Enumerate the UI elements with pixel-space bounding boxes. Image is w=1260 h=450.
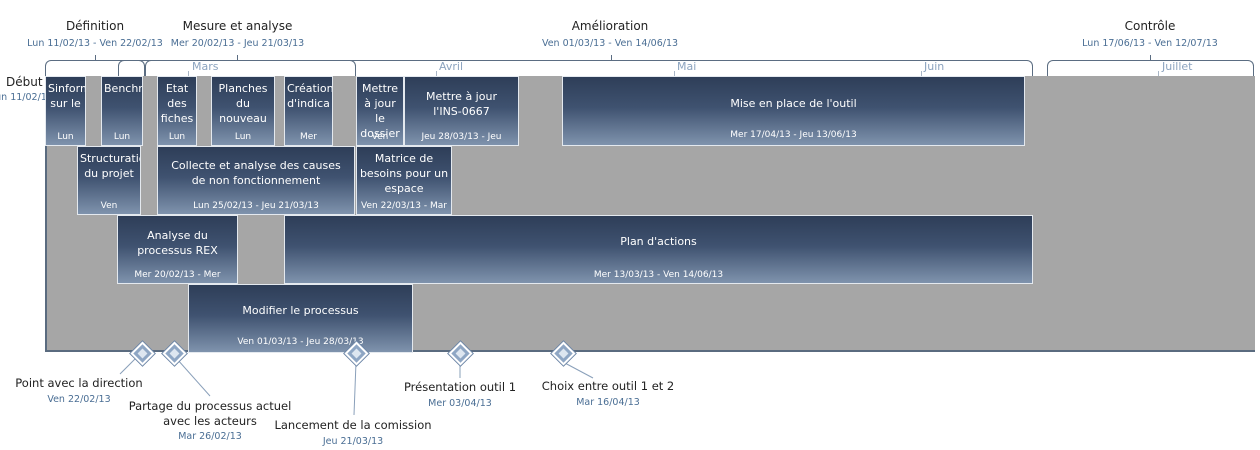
phase-definition-name: Définition <box>65 19 125 33</box>
task-date: Ven <box>371 132 389 142</box>
task-date: Lun <box>113 132 131 142</box>
milestone-label: Choix entre outil 1 et 2 <box>541 379 675 393</box>
task-name: Collecte et analyse des causes de non fo… <box>171 159 341 187</box>
task-name: Mise en place de l'outil <box>730 97 857 110</box>
task-planches[interactable]: Planches du nouveau Lun <box>211 76 275 146</box>
phase-amelioration-bracket <box>145 55 1033 76</box>
task-name: Structuration du projet <box>80 152 140 180</box>
phase-definition-bracket <box>45 55 145 76</box>
task-name: Benchmarking <box>104 82 142 95</box>
task-name: Création d'indica <box>287 82 333 110</box>
task-name: Mettre à jour l'INS-0667 <box>426 90 497 118</box>
month-mai: Mai <box>677 60 697 73</box>
phase-amelioration-name: Amélioration <box>571 19 649 33</box>
start-label: Début <box>6 75 43 89</box>
task-name: Modifier le processus <box>242 304 359 317</box>
phase-controle-bracket <box>1047 55 1254 76</box>
month-avril: Avril <box>439 60 464 73</box>
milestone-label: Point avec la direction <box>15 376 143 390</box>
task-analyse-rex[interactable]: Analyse du processus REX Mer 20/02/13 - … <box>117 215 238 284</box>
task-creation-indica[interactable]: Création d'indica Mer <box>284 76 333 146</box>
task-etat-des-fiches[interactable]: Etat des fiches Lun <box>157 76 197 146</box>
task-name: Etat des fiches <box>160 82 194 125</box>
task-date: Lun <box>57 132 74 142</box>
month-juillet: Juillet <box>1162 60 1193 73</box>
milestone-date: Mar 26/02/13 <box>178 431 242 442</box>
milestone-label: Partage du processus actuel avec les act… <box>128 399 292 428</box>
task-date: Lun <box>168 132 186 142</box>
task-date: Mer 13/03/13 - Ven 14/06/13 <box>593 270 724 280</box>
task-date: Mer 17/04/13 - Jeu 13/06/13 <box>730 130 857 140</box>
month-mars: Mars <box>192 60 219 73</box>
task-sinformer[interactable]: Sinformer sur le Lun <box>45 76 86 146</box>
milestone-date: Ven 22/02/13 <box>47 394 111 405</box>
milestone-label: Présentation outil 1 <box>403 380 517 394</box>
task-date: Ven 22/03/13 - Mar <box>361 201 447 211</box>
phase-definition-dates: Lun 11/02/13 - Ven 22/02/13 <box>27 38 163 49</box>
task-mettre-a-jour-ins[interactable]: Mettre à jour l'INS-0667 Jeu 28/03/13 - … <box>404 76 519 146</box>
milestone-date: Mar 16/04/13 <box>576 397 640 408</box>
task-benchmarking[interactable]: Benchmarking Lun <box>101 76 143 146</box>
month-tick-juillet <box>1158 71 1159 76</box>
task-date: Ven 01/03/13 - Jeu 28/03/13 <box>237 337 364 347</box>
task-collecte-analyse[interactable]: Collecte et analyse des causes de non fo… <box>157 146 355 215</box>
task-name: Matrice de besoins pour un espace <box>359 152 449 195</box>
month-juin: Juin <box>924 60 945 73</box>
task-date: Lun <box>234 132 252 142</box>
task-date: Jeu 28/03/13 - Jeu <box>421 132 502 142</box>
task-mettre-a-jour-dossier[interactable]: Mettre à jour le dossier Ven <box>356 76 404 146</box>
task-name: Sinformer sur le <box>48 82 85 110</box>
task-name: Mettre à jour le dossier <box>360 82 400 140</box>
task-name: Planches du nouveau <box>218 82 268 125</box>
task-date: Mer 20/02/13 - Mer <box>134 270 221 280</box>
task-date: Ven <box>100 201 118 211</box>
milestone-date: Jeu 21/03/13 <box>322 436 384 447</box>
phase-mesure-name: Mesure et analyse <box>182 19 293 33</box>
phase-amelioration-dates: Ven 01/03/13 - Ven 14/06/13 <box>541 38 679 49</box>
milestone-label: Lancement de la comission <box>274 418 432 432</box>
month-tick-avril <box>436 71 437 76</box>
phase-controle-dates: Lun 17/06/13 - Ven 12/07/13 <box>1082 38 1218 49</box>
task-date: Lun 25/02/13 - Jeu 21/03/13 <box>193 201 319 211</box>
milestone-date: Mer 03/04/13 <box>428 398 492 409</box>
task-name: Analyse du processus REX <box>137 229 218 257</box>
month-tick-mars <box>188 71 189 76</box>
phase-mesure-dates: Mer 20/02/13 - Jeu 21/03/13 <box>170 38 305 49</box>
task-mise-en-place-outil[interactable]: Mise en place de l'outil Mer 17/04/13 - … <box>562 76 1025 146</box>
start-date: Lun 11/02/13 <box>0 92 53 103</box>
task-modifier-processus[interactable]: Modifier le processus Ven 01/03/13 - Jeu… <box>188 284 413 353</box>
task-structuration[interactable]: Structuration du projet Ven <box>77 146 141 215</box>
task-name: Plan d'actions <box>620 235 697 248</box>
phase-controle-name: Contrôle <box>1124 19 1176 33</box>
month-tick-juin <box>921 71 922 76</box>
task-matrice-besoins[interactable]: Matrice de besoins pour un espace Ven 22… <box>356 146 452 215</box>
month-tick-mai <box>674 71 675 76</box>
task-plan-actions[interactable]: Plan d'actions Mer 13/03/13 - Ven 14/06/… <box>284 215 1033 284</box>
task-date: Mer <box>299 132 317 142</box>
